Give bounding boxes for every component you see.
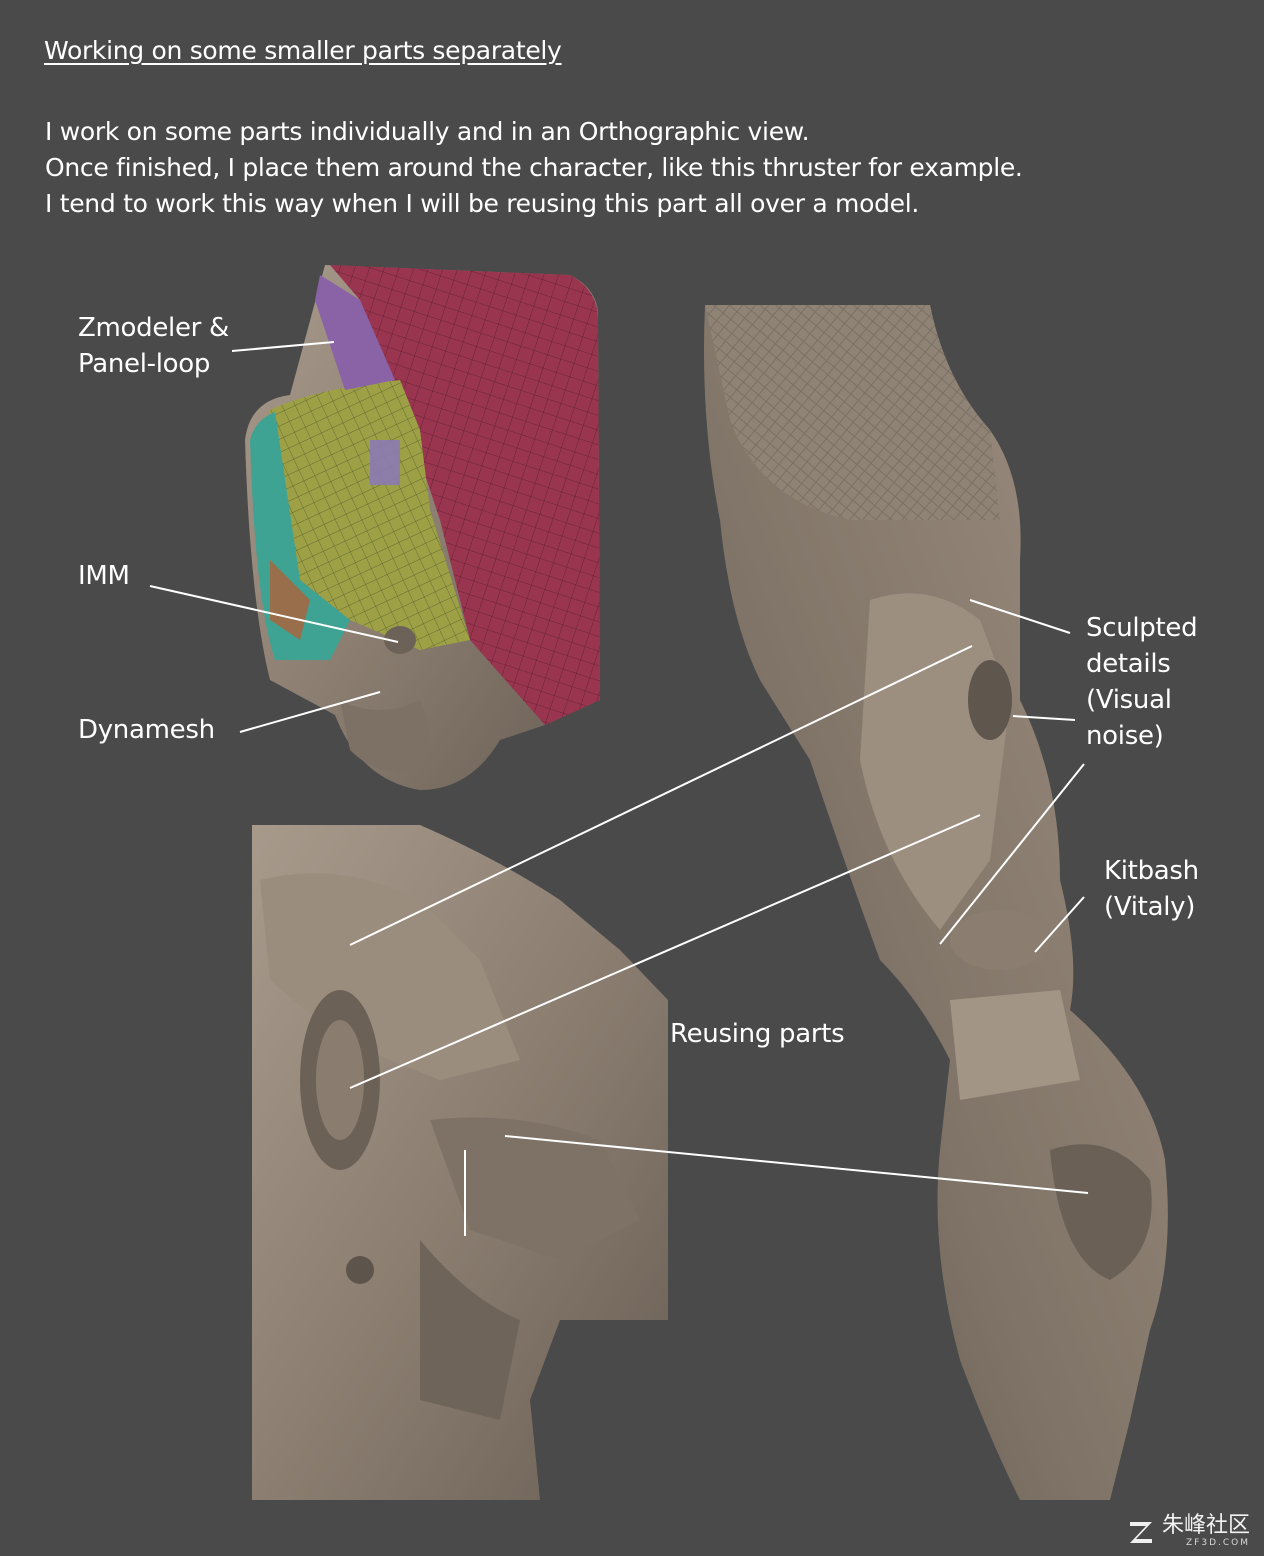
- label-dynamesh: Dynamesh: [78, 715, 215, 745]
- callout-lines: [149, 341, 1089, 1236]
- intro-line: Once finished, I place them around the c…: [45, 153, 1023, 182]
- label-zmodeler: Zmodeler & Panel-loop: [78, 313, 229, 379]
- closeup-model: [252, 825, 668, 1500]
- label-reusing-parts: Reusing parts: [670, 1019, 845, 1049]
- watermark: 朱峰社区 ZF3D.COM: [1126, 1515, 1250, 1548]
- heading: Working on some smaller parts separately: [44, 36, 562, 65]
- watermark-en: ZF3D.COM: [1186, 1538, 1250, 1548]
- zf-logo-icon: [1129, 1521, 1152, 1543]
- arm-model: [704, 305, 1168, 1500]
- intro-line: I tend to work this way when I will be r…: [45, 189, 920, 218]
- thruster-model: [245, 265, 600, 790]
- label-kitbash: Kitbash (Vitaly): [1104, 856, 1199, 922]
- label-sculpted-details: Sculpted details (Visual noise): [1086, 613, 1198, 751]
- watermark-cn: 朱峰社区: [1161, 1513, 1250, 1538]
- intro-line: I work on some parts individually and in…: [45, 117, 810, 146]
- label-imm: IMM: [78, 561, 130, 591]
- intro-text: I work on some parts individually and in…: [45, 114, 1023, 222]
